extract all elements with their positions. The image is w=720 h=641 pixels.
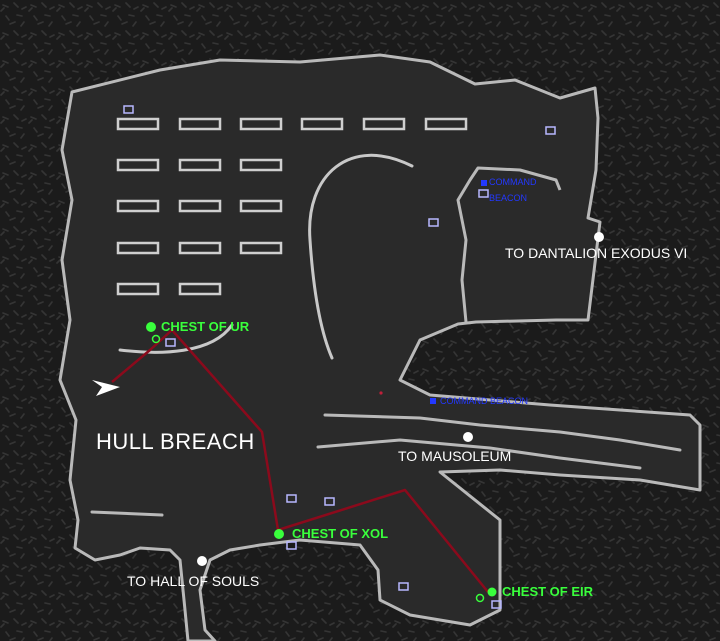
crate-icon (123, 105, 134, 114)
central-curved-wall (308, 153, 414, 360)
area-name: HULL BREACH (96, 429, 255, 454)
bench (178, 199, 222, 213)
beacon-label-1-line2: BEACON (489, 193, 528, 203)
crate-icon (165, 338, 176, 347)
beacon-marker-2[interactable] (430, 398, 436, 404)
chest-label-ur[interactable]: CHEST OF UR (161, 319, 250, 334)
bench (178, 241, 222, 255)
wall-segment-lower-left (90, 510, 164, 517)
bench (116, 199, 160, 213)
bench (116, 282, 160, 296)
right-room-wall (456, 166, 562, 323)
chest-marker-eir-alt (475, 593, 485, 603)
crate-icon (428, 218, 439, 227)
exit-marker-mausoleum[interactable] (463, 432, 473, 442)
chest-marker-eir[interactable] (487, 587, 497, 597)
exit-marker-dantalion[interactable] (594, 232, 604, 242)
curved-ledge (118, 323, 234, 354)
bench (239, 117, 283, 131)
player-arrow-icon (92, 380, 120, 396)
exit-marker-hall[interactable] (197, 556, 207, 566)
chest-marker-ur-alt (151, 334, 161, 344)
bench (239, 158, 283, 172)
bench (116, 241, 160, 255)
beacon-label-2: COMMAND BEACON (440, 396, 529, 406)
bench (239, 241, 283, 255)
bench (362, 117, 406, 131)
chest-marker-ur[interactable] (146, 322, 156, 332)
crate-icon (478, 189, 489, 198)
bench (116, 158, 160, 172)
exit-label-hall[interactable]: TO HALL OF SOULS (127, 573, 260, 589)
bench (178, 158, 222, 172)
corridor-line-upper (323, 413, 682, 452)
beacon-label-1-line1: COMMAND (489, 177, 537, 187)
red-point (379, 391, 383, 395)
corridor-line-lower (316, 438, 642, 470)
chest-label-xol[interactable]: CHEST OF XOL (292, 526, 389, 541)
bench (239, 199, 283, 213)
chest-label-eir[interactable]: CHEST OF EIR (502, 584, 594, 599)
crate-icon (491, 600, 502, 609)
route-path (111, 328, 489, 593)
crate-icon (286, 494, 297, 503)
crate-icon (286, 541, 297, 550)
bench-rows (116, 117, 468, 296)
bench (178, 117, 222, 131)
bench (178, 282, 222, 296)
exit-label-dantalion[interactable]: TO DANTALION EXODUS VI (505, 245, 688, 261)
beacon-marker-1[interactable] (481, 180, 487, 186)
chest-marker-xol[interactable] (274, 529, 284, 539)
bench (116, 117, 160, 131)
crate-markers (123, 105, 556, 609)
crate-icon (398, 582, 409, 591)
exit-label-mausoleum[interactable]: TO MAUSOLEUM (398, 448, 512, 464)
bench (300, 117, 344, 131)
crate-icon (324, 497, 335, 506)
crate-icon (545, 126, 556, 135)
bench (424, 117, 468, 131)
